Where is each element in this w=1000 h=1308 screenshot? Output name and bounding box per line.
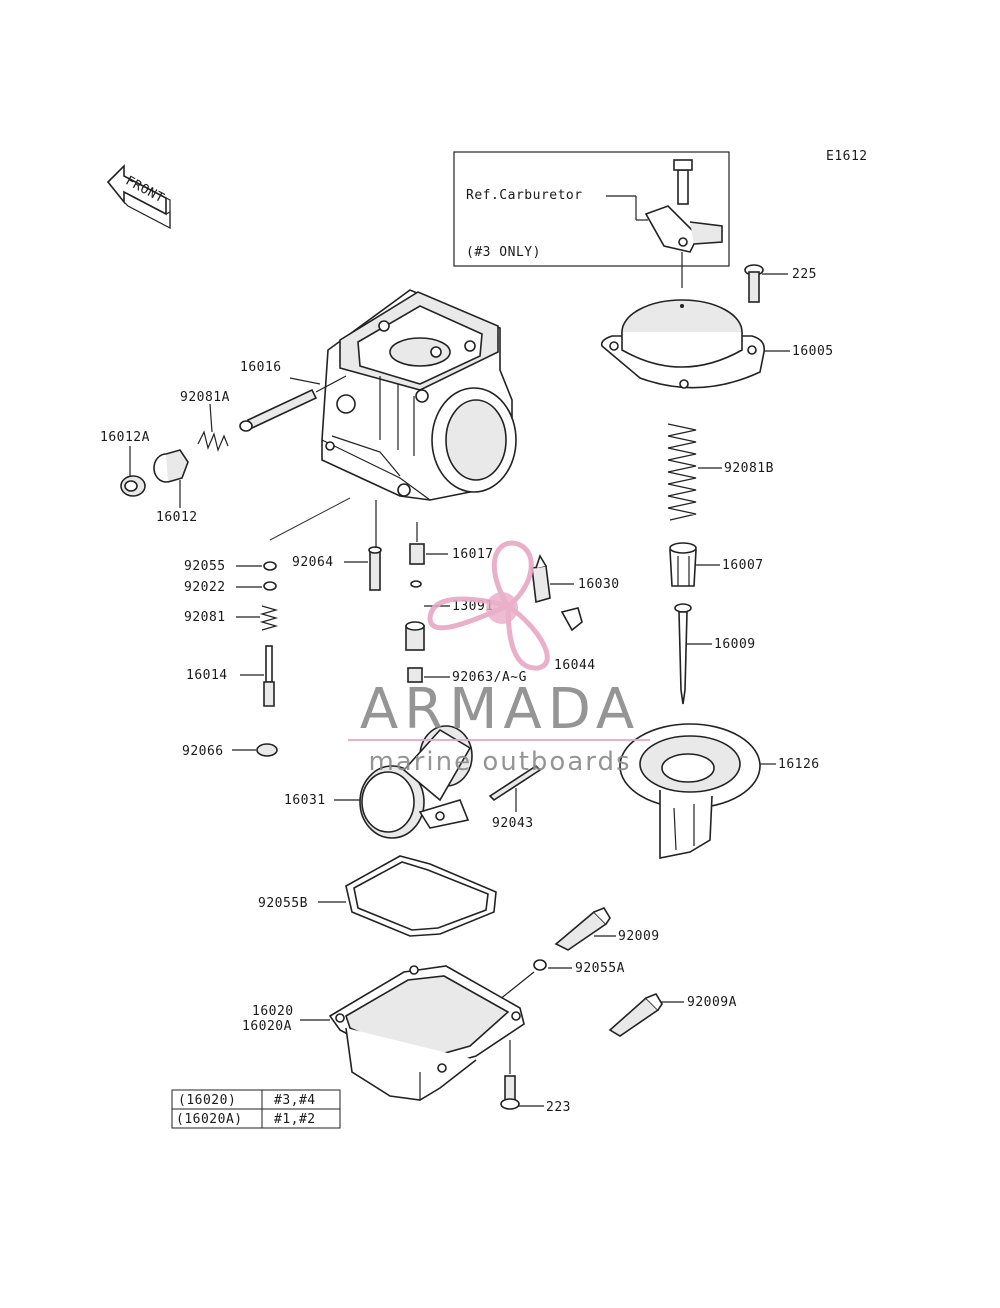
diagram-code: E1612: [826, 149, 868, 164]
label-92009: 92009: [618, 929, 660, 944]
spring-92081A: 92081A: [180, 390, 230, 452]
table-row-2-part: (16020A): [176, 1112, 243, 1127]
table-row-1-units: #3,#4: [274, 1093, 316, 1108]
plug-92066: 92066: [182, 743, 278, 759]
label-223: 223: [546, 1100, 571, 1115]
label-92055B: 92055B: [258, 896, 308, 911]
applicability-table: (16020) #3,#4 (16020A) #1,#2: [171, 1089, 341, 1129]
o-ring-92055A: 92055A: [493, 959, 625, 1005]
label-16030: 16030: [578, 577, 620, 592]
label-16017: 16017: [452, 547, 494, 562]
table-row-1-part: (16020): [178, 1093, 236, 1108]
screw-16014: 16014: [186, 645, 275, 707]
spring-92081: 92081: [184, 605, 279, 631]
table-row-2-units: #1,#2: [274, 1112, 316, 1127]
label-92081: 92081: [184, 610, 226, 625]
screw-223: 223: [500, 1040, 571, 1115]
label-92043: 92043: [492, 816, 534, 831]
label-16126: 16126: [778, 757, 820, 772]
label-92009A: 92009A: [687, 995, 737, 1010]
watermark-tagline: marine outboards: [368, 747, 631, 777]
label-16016: 16016: [240, 360, 282, 375]
label-92066: 92066: [182, 744, 224, 759]
screw-92009: 92009: [554, 907, 660, 951]
jet-92063: 92063/A~G: [407, 667, 527, 685]
label-92022: 92022: [184, 580, 226, 595]
label-92063: 92063/A~G: [452, 670, 527, 685]
label-16014: 16014: [186, 668, 228, 683]
piston-16126: 16126: [619, 723, 820, 859]
jet-16017: 16017: [409, 522, 494, 565]
watermark-brand: ARMADA: [360, 677, 640, 742]
washer-92022: 92022: [184, 580, 277, 595]
screw-225: 225: [744, 264, 817, 303]
label-16044: 16044: [554, 658, 596, 673]
label-92055: 92055: [184, 559, 226, 574]
ref-carburetor-box: Ref.Carburetor (#3 ONLY): [453, 151, 730, 288]
pin-92043: 92043: [488, 764, 542, 831]
label-92081A: 92081A: [180, 390, 230, 405]
needle-16009: 16009: [674, 603, 756, 705]
ref-box-note: (#3 ONLY): [466, 245, 541, 260]
holder-16007: 16007: [669, 542, 764, 587]
label-16020: 16020: [252, 1004, 294, 1019]
float-16031: 16031: [284, 725, 473, 839]
label-16009: 16009: [714, 637, 756, 652]
screw-16012: 16012: [153, 449, 198, 525]
label-16020A: 16020A: [242, 1019, 292, 1034]
cap-16012A: 16012A: [100, 430, 150, 497]
float-bowl-16020: 16020 16020A: [242, 965, 525, 1101]
spring-92081B: 92081B: [667, 423, 774, 521]
label-16007: 16007: [722, 558, 764, 573]
label-92055A: 92055A: [575, 961, 625, 976]
label-92064: 92064: [292, 555, 334, 570]
label-16005: 16005: [792, 344, 834, 359]
clip-16044: 16044: [554, 607, 596, 673]
ref-box-title: Ref.Carburetor: [466, 188, 583, 203]
jet-92064: 92064: [292, 500, 382, 591]
float-valve-16030: 16030: [531, 554, 620, 604]
screw-92009A: 92009A: [608, 993, 737, 1037]
top-cover-16005: 16005: [600, 299, 834, 389]
main-jet: [405, 621, 425, 651]
label-16012A: 16012A: [100, 430, 150, 445]
label-16031: 16031: [284, 793, 326, 808]
label-92081B: 92081B: [724, 461, 774, 476]
gasket-92055B: 92055B: [258, 855, 497, 937]
propeller-logo-icon: [427, 540, 550, 671]
armada-watermark: ARMADA marine outboards: [348, 540, 650, 777]
shaft-16016: 16016: [239, 360, 347, 432]
label-16012: 16012: [156, 510, 198, 525]
front-arrow-icon: FRONT: [106, 164, 171, 229]
carburetor-body: [321, 289, 517, 501]
o-ring-92055: 92055: [184, 559, 277, 574]
label-225: 225: [792, 267, 817, 282]
